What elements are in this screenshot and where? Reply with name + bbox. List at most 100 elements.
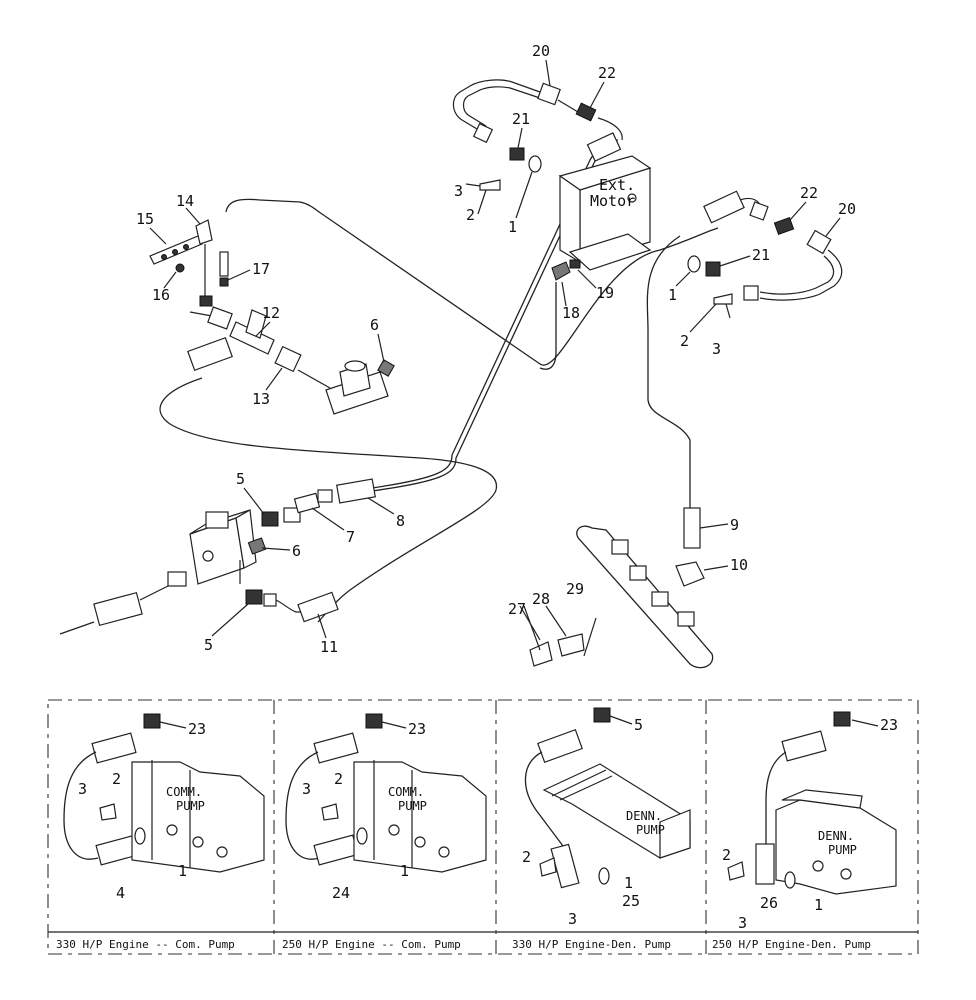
pump-label-1b: PUMP <box>176 799 205 813</box>
pump-label-2a: COMM. <box>388 785 424 799</box>
label-5-bottom: 5 <box>204 636 213 654</box>
panel3-label-e: 1 <box>624 874 633 892</box>
pump-label-2b: PUMP <box>398 799 427 813</box>
label-10: 10 <box>730 556 748 574</box>
panel1-label-c: 3 <box>78 780 87 798</box>
label-9: 9 <box>730 516 739 534</box>
fitting-22-right <box>773 216 795 236</box>
label-5-top: 5 <box>236 470 245 488</box>
oring-1-top <box>528 155 542 173</box>
upper-valve-group <box>149 219 395 415</box>
inset-frame <box>47 699 919 955</box>
panel4-label-b: 2 <box>722 846 731 864</box>
label-14: 14 <box>176 192 194 210</box>
clamp-2-top <box>479 179 501 191</box>
fitting-16 <box>175 263 185 273</box>
coupler-8 <box>336 478 376 504</box>
fitting-13 <box>274 345 302 373</box>
diagonal-pipe <box>576 507 714 669</box>
fitting-17 <box>219 251 229 277</box>
part-labels: 20 22 21 3 2 1 22 20 21 1 2 3 19 18 14 1… <box>136 42 856 656</box>
right-pipe-loop <box>687 190 843 319</box>
motor-label-line2: Motor <box>590 192 635 210</box>
panel1-label-a: 23 <box>188 720 206 738</box>
label-21-right: 21 <box>752 246 770 264</box>
label-22-right: 22 <box>800 184 818 202</box>
clamp-2-right <box>713 293 733 305</box>
coupler-left-lower <box>93 591 143 627</box>
comm-pump-1 <box>131 761 265 873</box>
elbow-14 <box>195 219 213 245</box>
panel2-caption: 250 H/P Engine -- Com. Pump <box>282 938 461 951</box>
oring-1-right <box>687 255 701 273</box>
pipe-end-top <box>472 122 494 144</box>
panel4-label-d: 26 <box>760 894 778 912</box>
panel1-label-e: 1 <box>178 862 187 880</box>
panel4-label-e: 1 <box>814 896 823 914</box>
label-3-top: 3 <box>454 182 463 200</box>
label-29: 29 <box>566 580 584 598</box>
panel1-caption: 330 H/P Engine -- Com. Pump <box>56 938 235 951</box>
label-7: 7 <box>346 528 355 546</box>
fitting-22-top <box>575 102 597 122</box>
fitting-20-right <box>806 229 832 255</box>
small-parts-27-29 <box>519 605 597 667</box>
panel1-label-b: 2 <box>112 770 121 788</box>
label-15: 15 <box>136 210 154 228</box>
label-18: 18 <box>562 304 580 322</box>
fitting-5-bottom <box>245 589 263 605</box>
label-21-top: 21 <box>512 110 530 128</box>
ext-motor: Ext. Motor <box>558 155 652 271</box>
panel-1: COMM. PUMP 23 2 3 4 1 330 H/P Engine -- … <box>56 713 265 951</box>
label-1-top: 1 <box>508 218 517 236</box>
panel-4: DENN. PUMP 23 2 3 26 1 250 H/P Engine-De… <box>712 711 898 951</box>
fitting-21-top <box>509 147 525 161</box>
panel3-label-b: 2 <box>522 848 531 866</box>
part-28 <box>557 633 585 657</box>
panel4-label-c: 3 <box>738 914 747 932</box>
label-20-top: 20 <box>532 42 550 60</box>
label-12: 12 <box>262 304 280 322</box>
part-27 <box>529 641 553 667</box>
elbow-10 <box>675 561 705 587</box>
label-17: 17 <box>252 260 270 278</box>
panel4-caption: 250 H/P Engine-Den. Pump <box>712 938 871 951</box>
motor-mount-plate <box>568 233 652 271</box>
label-6-upper: 6 <box>370 316 379 334</box>
top-pipe-loop <box>452 79 623 191</box>
label-2-top: 2 <box>466 206 475 224</box>
coupler-right <box>703 190 745 224</box>
coupler-11 <box>297 591 339 623</box>
inset-panels: COMM. PUMP 23 2 3 4 1 330 H/P Engine -- … <box>47 699 919 955</box>
fitting-6-lower <box>247 537 267 555</box>
fitting-6-upper <box>377 359 395 377</box>
panel3-caption: 330 H/P Engine-Den. Pump <box>512 938 671 951</box>
panel3-label-c: 3 <box>568 910 577 928</box>
panel3-label-a: 5 <box>634 716 643 734</box>
label-11: 11 <box>320 638 338 656</box>
panel4-label-a: 23 <box>880 716 898 734</box>
panel3-label-d: 25 <box>622 892 640 910</box>
pump-label-3a: DENN. <box>626 809 662 823</box>
pump-label-4b: PUMP <box>828 843 857 857</box>
panel2-label-a: 23 <box>408 720 426 738</box>
fitting-7 <box>293 492 321 514</box>
comm-pump-2 <box>353 761 487 873</box>
panel2-label-e: 1 <box>400 862 409 880</box>
coupler-top <box>586 132 622 162</box>
label-20-right: 20 <box>838 200 856 218</box>
label-19: 19 <box>596 284 614 302</box>
pump-label-4a: DENN. <box>818 829 854 843</box>
panel-2: COMM. PUMP 23 2 3 24 1 250 H/P Engine --… <box>282 713 487 951</box>
label-3-right: 3 <box>712 340 721 358</box>
label-8: 8 <box>396 512 405 530</box>
label-22-top: 22 <box>598 64 616 82</box>
label-27: 27 <box>508 600 526 618</box>
label-6-lower: 6 <box>292 542 301 560</box>
fitting-21-right <box>705 261 721 277</box>
panel2-label-c: 3 <box>302 780 311 798</box>
coupler-left <box>187 336 233 372</box>
panel-3: DENN. PUMP 5 2 3 25 1 330 H/P Engine-Den… <box>512 707 691 951</box>
lower-valve-group <box>93 478 376 627</box>
